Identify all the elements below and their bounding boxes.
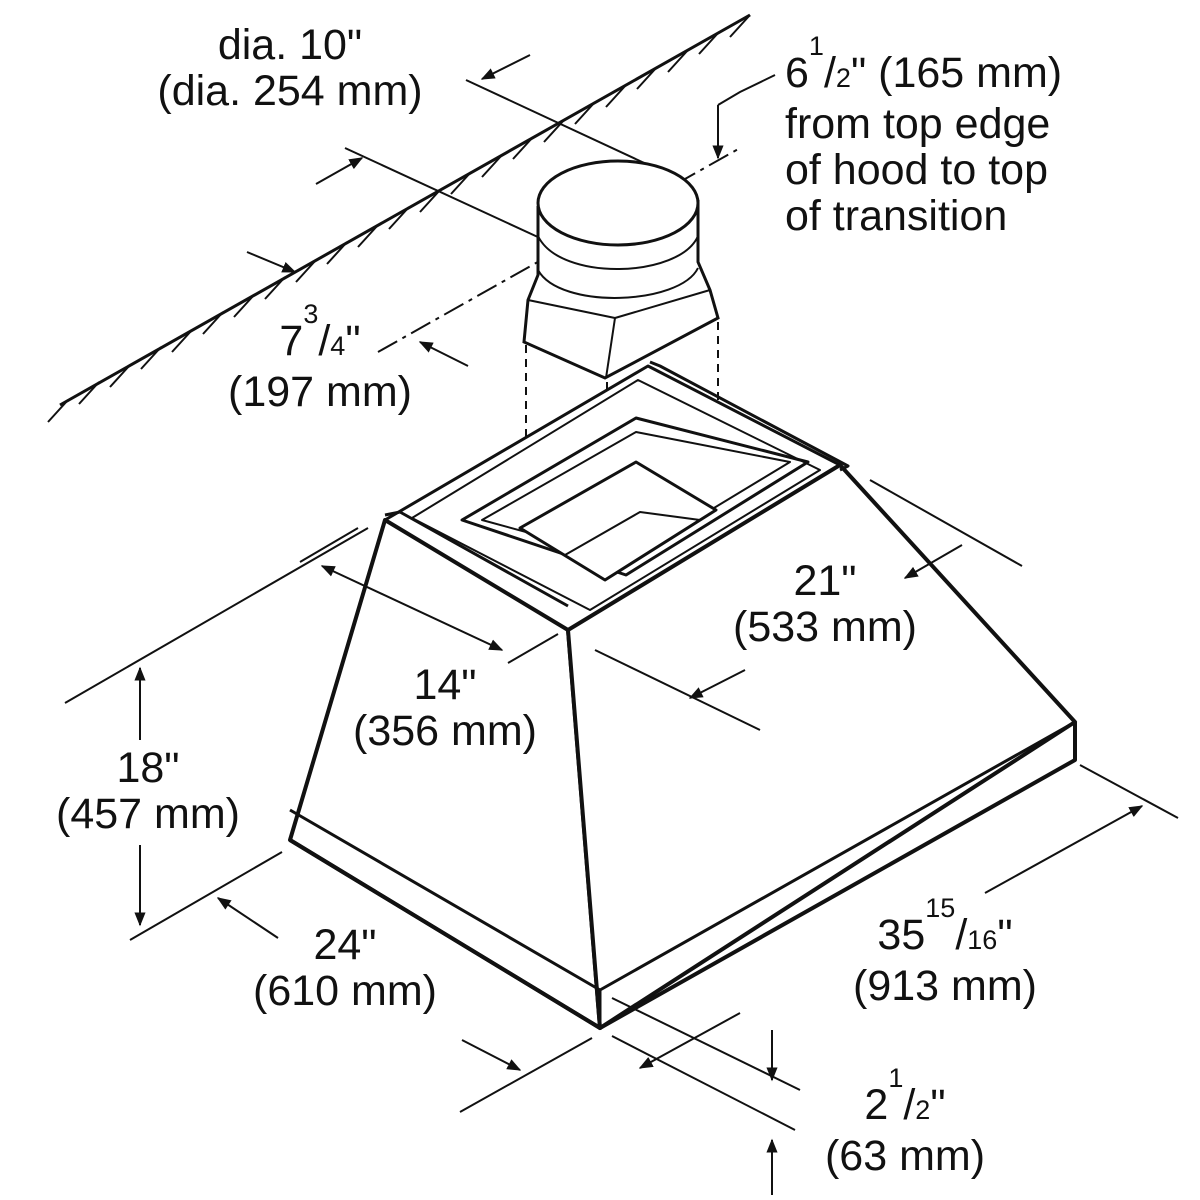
duct-diameter-metric: (dia. 254 mm) <box>157 67 423 115</box>
transition-height-label: 61/2" (165 mm) from top edge of hood to … <box>785 31 1185 240</box>
duct-diameter-label: dia. 10" (dia. 254 mm) <box>110 22 470 114</box>
wall-offset-dimension <box>418 341 469 367</box>
width-dimension <box>611 764 1179 1131</box>
transition-height-imperial: 61/2" (165 mm) <box>785 31 1063 97</box>
wall-offset-label: 73/4" (197 mm) <box>185 299 455 416</box>
top-depth-dimension <box>299 527 559 664</box>
top-depth-label: 14" (356 mm) <box>320 662 570 754</box>
top-depth-imperial: 14" <box>413 661 477 709</box>
rim-height-imperial: 21/2" <box>864 1063 946 1129</box>
duct-diameter-dimension <box>246 54 656 273</box>
duct-transition <box>522 159 720 380</box>
height-imperial: 18" <box>116 744 180 792</box>
top-width-imperial: 21" <box>793 557 857 605</box>
top-width-metric: (533 mm) <box>733 603 917 651</box>
depth-dimension <box>216 897 593 1113</box>
depth-imperial: 24" <box>313 921 377 969</box>
transition-height-dimension <box>712 74 776 160</box>
transition-note-1: from top edge <box>785 100 1051 148</box>
rim-height-metric: (63 mm) <box>824 1132 986 1180</box>
top-depth-metric: (356 mm) <box>353 707 537 755</box>
width-label: 3515/16" (913 mm) <box>815 893 1075 1010</box>
duct-diameter-imperial: dia. 10" <box>217 21 363 69</box>
ceiling <box>47 13 751 423</box>
top-width-label: 21" (533 mm) <box>695 558 955 650</box>
depth-metric: (610 mm) <box>253 967 437 1015</box>
wall-offset-metric: (197 mm) <box>228 368 412 416</box>
transition-note-2: of hood to top <box>785 146 1048 194</box>
transition-note-3: of transition <box>785 192 1008 240</box>
height-metric: (457 mm) <box>56 790 240 838</box>
top-width-dimension <box>594 479 1023 731</box>
width-imperial: 3515/16" <box>877 893 1013 959</box>
height-dimension <box>64 527 369 941</box>
width-metric: (913 mm) <box>853 962 1037 1010</box>
rim-height-dimension <box>611 997 801 1195</box>
rim-height-label: 21/2" (63 mm) <box>790 1063 1020 1180</box>
wall-offset-imperial: 73/4" <box>279 299 361 365</box>
height-label: 18" (457 mm) <box>18 745 278 837</box>
depth-label: 24" (610 mm) <box>215 922 475 1014</box>
